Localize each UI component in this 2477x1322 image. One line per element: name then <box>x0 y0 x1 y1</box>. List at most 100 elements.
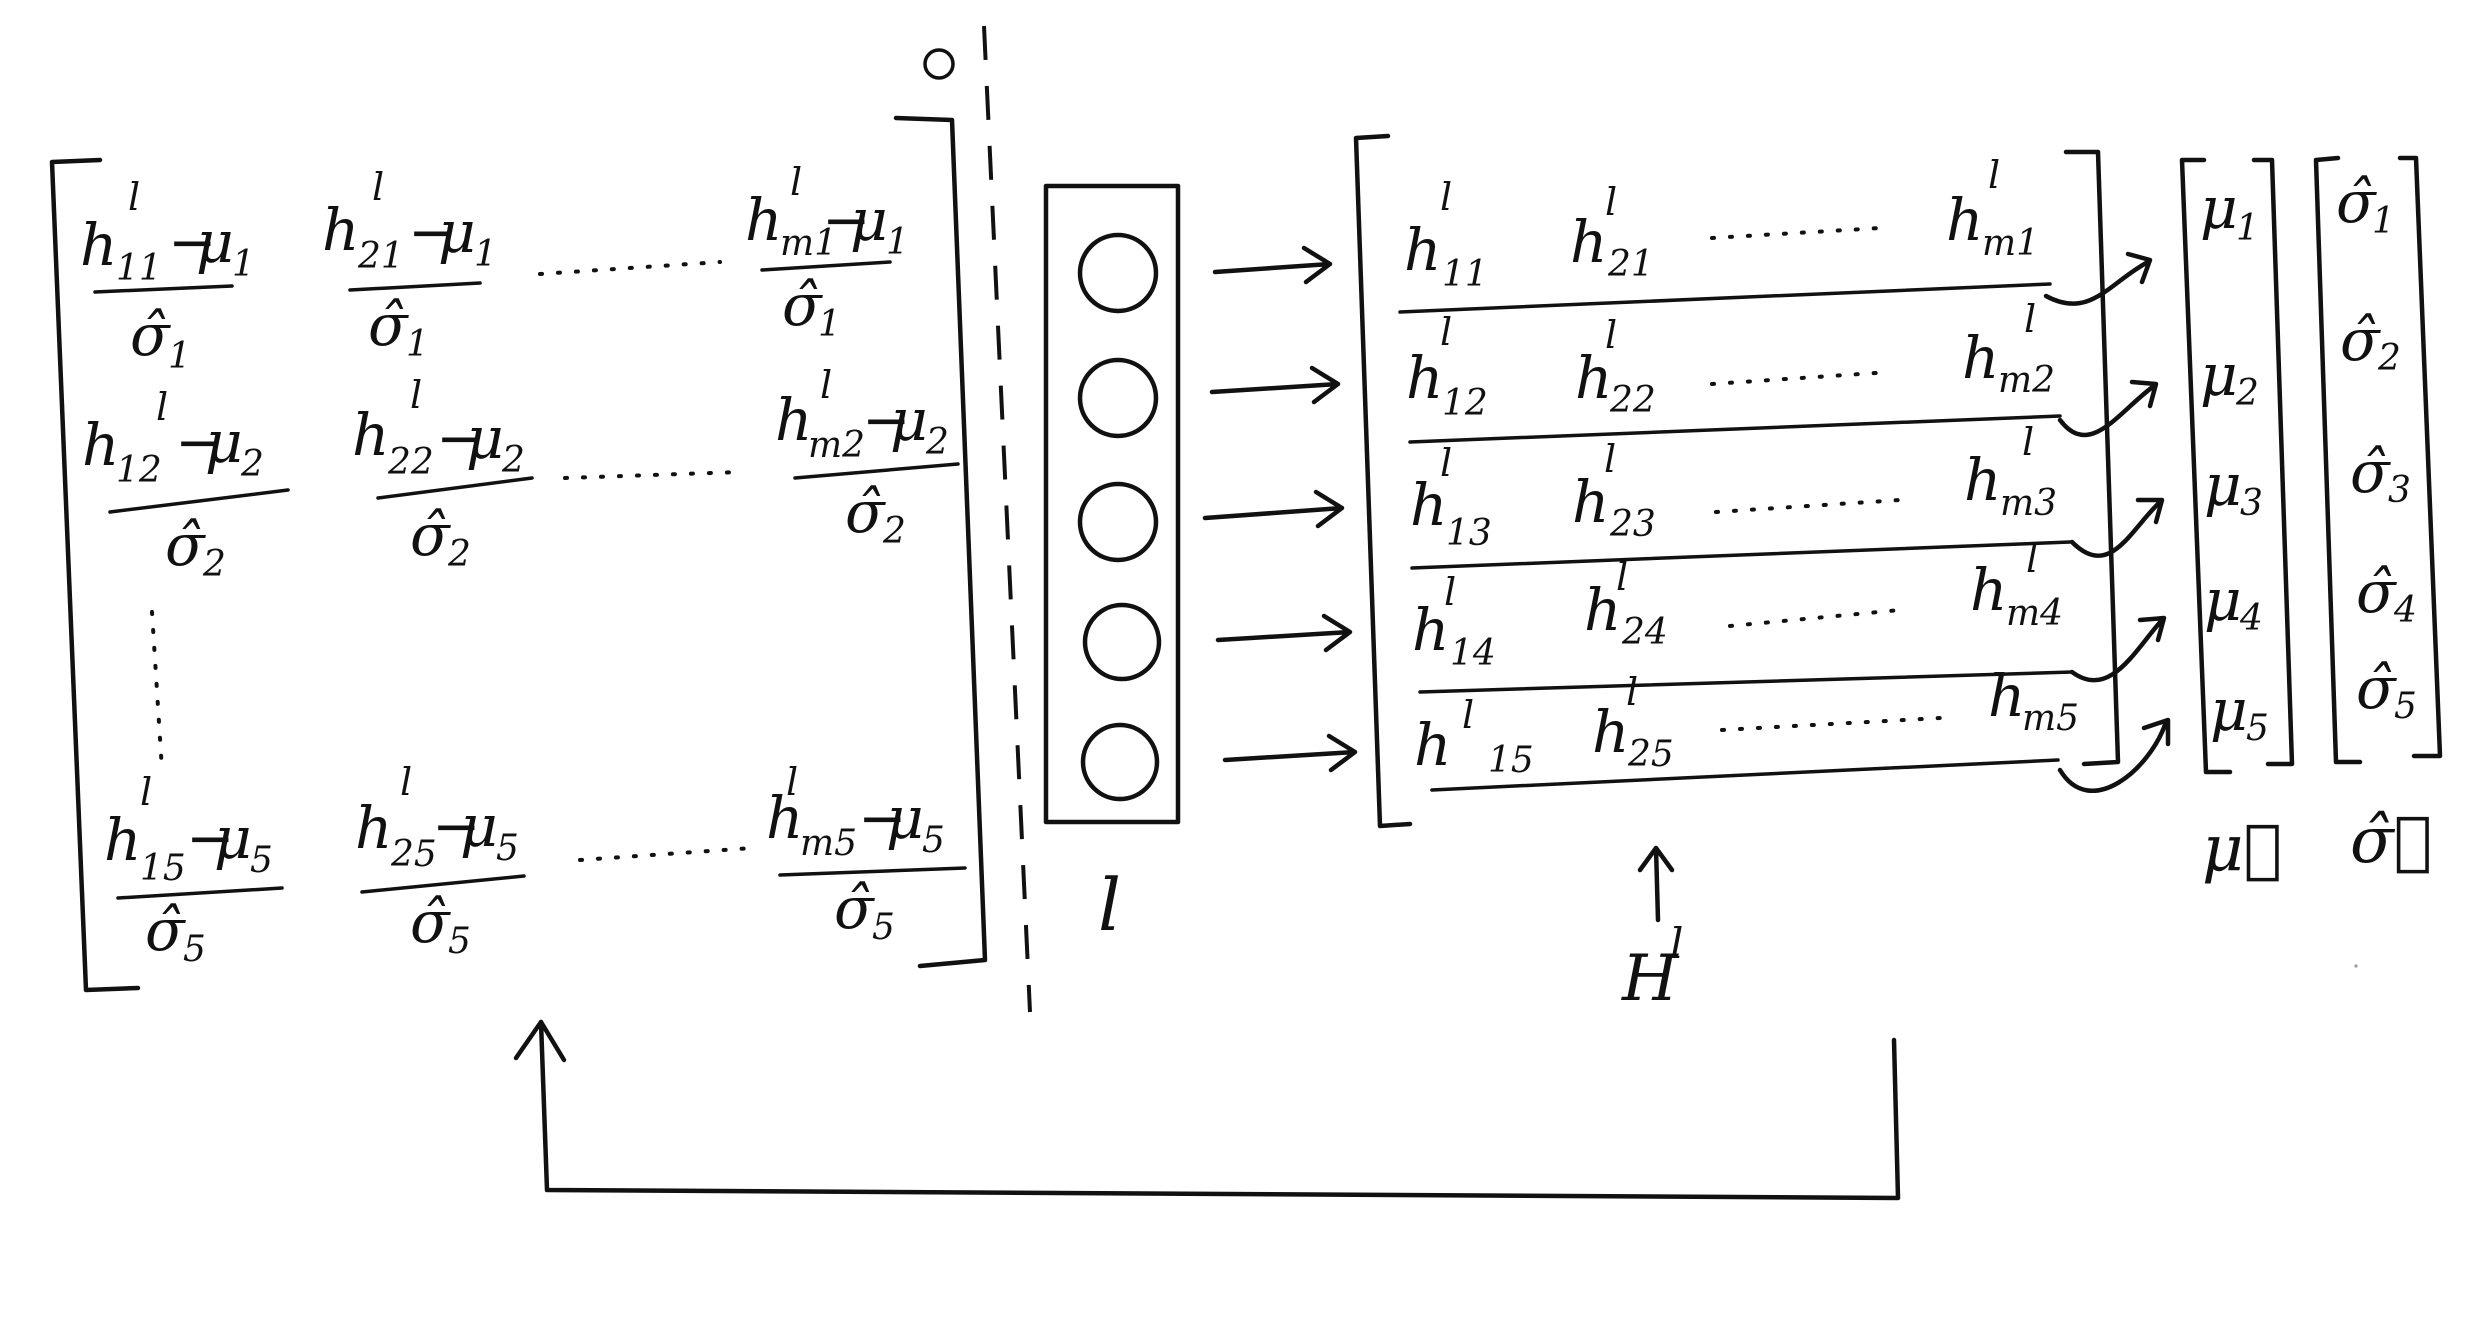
svg-text:σ̂: σ̂ <box>2356 558 2397 626</box>
svg-text:μ: μ <box>2204 566 2242 634</box>
svg-text:2: 2 <box>501 440 525 481</box>
arrow <box>1212 245 1333 285</box>
svg-text:14: 14 <box>1450 633 1496 674</box>
svg-text:−: − <box>822 186 871 254</box>
neuron-arrows <box>1202 245 1358 773</box>
activation-row: h 15 l h 25 l h m5 <box>1414 662 2079 781</box>
svg-text:25: 25 <box>1627 734 1674 775</box>
arrow <box>2057 379 2159 437</box>
svg-text:l: l <box>1626 670 1638 714</box>
svg-text:μ: μ <box>2204 451 2242 519</box>
svg-text:h: h <box>82 411 119 479</box>
svg-text:2: 2 <box>240 444 264 485</box>
svg-text:l: l <box>1440 441 1452 485</box>
svg-text:μ: μ <box>214 804 252 872</box>
neuron <box>1082 602 1162 682</box>
activation-row: h 12 l h 22 l h m2 l <box>1406 297 2055 424</box>
svg-text:3: 3 <box>2388 470 2411 511</box>
norm-cell: h 11 l − μ 1 σ̂ 1 <box>80 175 255 377</box>
svg-text:4: 4 <box>2393 590 2417 631</box>
svg-text:l: l <box>410 373 422 417</box>
svg-text:σ̂: σ̂ <box>2356 654 2397 722</box>
normalized-matrix: h 11 l − μ 1 σ̂ 1 h 21 l − μ 1 σ̂ 1 h m1… <box>49 115 988 993</box>
svg-text:−: − <box>186 804 235 872</box>
left-bracket <box>2179 157 2233 775</box>
svg-text:l: l <box>1988 153 2000 197</box>
norm-cell: h 15 l − μ 5 σ̂ 5 <box>104 770 284 970</box>
svg-text:m4: m4 <box>2006 593 2063 634</box>
svg-text:2: 2 <box>447 534 471 575</box>
svg-text:1: 1 <box>406 324 429 365</box>
svg-text:−: − <box>432 792 481 860</box>
svg-text:l: l <box>820 363 832 407</box>
activation-matrix-label-sup: l <box>1670 919 1683 968</box>
svg-text:l: l <box>1462 693 1474 737</box>
neuron <box>1077 232 1159 314</box>
svg-text:m3: m3 <box>2000 483 2057 524</box>
neuron <box>1080 722 1160 802</box>
row-ellipsis <box>1714 498 1902 514</box>
svg-text:h: h <box>1964 446 2001 514</box>
svg-text:μ: μ <box>205 408 243 476</box>
svg-text:h: h <box>1404 216 1441 284</box>
svg-text:h: h <box>1592 698 1629 766</box>
svg-text:l: l <box>2024 297 2036 341</box>
svg-text:24: 24 <box>1621 612 1668 653</box>
stray-mark <box>923 48 955 80</box>
svg-text:h: h <box>104 806 141 874</box>
svg-text:12: 12 <box>1442 383 1488 424</box>
svg-text:15: 15 <box>1488 740 1534 781</box>
left-bracket <box>49 157 141 993</box>
norm-cell: h m2 l − μ 2 σ̂ 2 <box>775 363 960 552</box>
svg-text:1: 1 <box>168 336 191 377</box>
activation-row: h 11 l h 21 l h m1 l <box>1404 153 2039 295</box>
svg-text:l: l <box>1616 555 1628 599</box>
svg-text:σ̂: σ̂ <box>2340 306 2381 374</box>
svg-text:h: h <box>1412 596 1449 664</box>
svg-text:h: h <box>745 186 782 254</box>
feedback-arrowhead <box>513 1019 567 1063</box>
svg-text:l: l <box>2026 537 2038 581</box>
norm-cell: h m1 l − μ 1 σ̂ 1 <box>745 160 909 345</box>
svg-text:h: h <box>355 794 392 862</box>
svg-text:5: 5 <box>448 921 471 962</box>
svg-text:l: l <box>1605 313 1617 357</box>
svg-text:5: 5 <box>2394 686 2417 727</box>
row-ellipsis <box>1728 608 1902 628</box>
svg-text:σ̂: σ̂ <box>165 511 206 579</box>
svg-text:l: l <box>1440 310 1452 354</box>
svg-text:4: 4 <box>2239 598 2263 639</box>
svg-text:5: 5 <box>922 820 945 861</box>
svg-text:2: 2 <box>925 422 949 463</box>
svg-text:2: 2 <box>882 511 906 552</box>
svg-text:σ̂: σ̂ <box>410 888 451 956</box>
norm-cell: h m5 l − μ 5 σ̂ 5 <box>766 760 967 948</box>
arrow <box>1202 489 1345 529</box>
arrow <box>1222 733 1358 773</box>
svg-text:5: 5 <box>2246 708 2269 749</box>
svg-text:23: 23 <box>1609 504 1656 545</box>
stray-dot <box>2354 964 2358 968</box>
svg-text:h: h <box>1572 468 1609 536</box>
right-bracket <box>893 115 988 969</box>
left-bracket <box>2313 155 2363 765</box>
svg-text:m2: m2 <box>808 425 865 466</box>
mean-vector-label: μ⃗ <box>2202 812 2282 886</box>
separator-dashed-line <box>982 25 1032 1013</box>
activation-row: h 13 l h 23 l h m3 l <box>1410 420 2057 554</box>
norm-cell: h 22 l − μ 2 σ̂ 2 <box>352 373 534 575</box>
norm-cell: h 21 l − μ 1 σ̂ 1 <box>322 165 497 365</box>
svg-text:l: l <box>2022 420 2034 464</box>
svg-text:l: l <box>372 165 384 209</box>
svg-text:21: 21 <box>357 236 404 277</box>
svg-text:5: 5 <box>250 840 273 881</box>
sigma-vector: σ̂ 1 σ̂ 2 σ̂ 3 σ̂ 4 σ̂ 5 σ̂⃗ <box>2313 155 2443 878</box>
sigma-vector-label: σ̂⃗ <box>2350 804 2432 878</box>
svg-text:1: 1 <box>818 304 841 345</box>
svg-text:13: 13 <box>1446 513 1492 554</box>
svg-text:μ: μ <box>460 792 498 860</box>
svg-text:5: 5 <box>872 907 895 948</box>
svg-text:μ: μ <box>466 404 504 472</box>
svg-text:μ: μ <box>2200 341 2238 409</box>
svg-text:m5: m5 <box>800 823 857 864</box>
